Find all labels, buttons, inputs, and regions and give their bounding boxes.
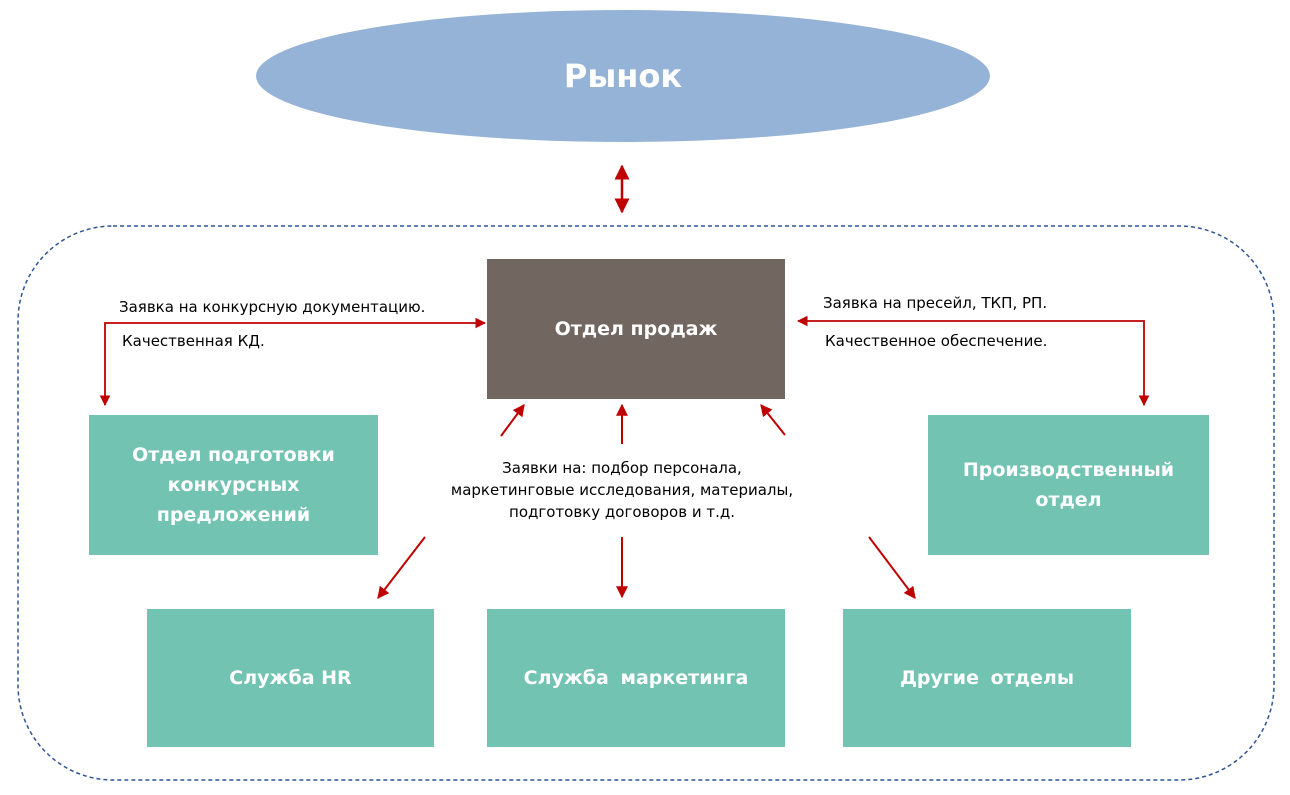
- center-requests-label: Заявки на: подбор персонала, маркетингов…: [422, 457, 822, 523]
- other-departments-label: Другие отделы: [899, 667, 1075, 689]
- arrow-to-hr: [377, 536, 426, 599]
- marketing-service-node: Служба маркетинга: [487, 609, 785, 747]
- center-requests-line-3: подготовку договоров и т.д.: [509, 503, 735, 521]
- company-boundary: [17, 225, 1275, 781]
- tender-department-label: Отдел подготовки конкурсных предложений: [132, 444, 335, 526]
- right-result-label: Качественное обеспечение.: [825, 332, 1048, 350]
- hr-service-label: Служба HR: [229, 667, 352, 689]
- center-requests-line-1: Заявки на: подбор персонала,: [502, 459, 742, 477]
- production-sales-connector: [796, 315, 1150, 407]
- sales-department-node: Отдел продаж: [487, 259, 785, 399]
- left-result-label: Качественная КД.: [122, 332, 265, 350]
- hr-service-node: Служба HR: [147, 609, 434, 747]
- production-department-label: Производственный отдел: [962, 459, 1175, 511]
- arrow-up-right: [760, 404, 786, 436]
- right-request-label: Заявка на пресейл, ТКП, РП.: [823, 294, 1048, 312]
- marketing-service-label: Служба маркетинга: [523, 667, 749, 689]
- left-request-label: Заявка на конкурсную документацию.: [119, 298, 426, 316]
- market-label: Рынок: [563, 57, 683, 95]
- center-requests-line-2: маркетинговые исследования, материалы,: [450, 481, 794, 499]
- arrow-to-other: [868, 536, 916, 599]
- other-departments-node: Другие отделы: [843, 609, 1131, 747]
- production-department-node: Производственный отдел: [928, 415, 1209, 555]
- sales-department-label: Отдел продаж: [554, 318, 718, 340]
- market-node: Рынок: [256, 10, 990, 142]
- arrow-up-left: [500, 404, 525, 437]
- tender-sales-connector: [99, 317, 487, 407]
- tender-department-node: Отдел подготовки конкурсных предложений: [89, 415, 378, 555]
